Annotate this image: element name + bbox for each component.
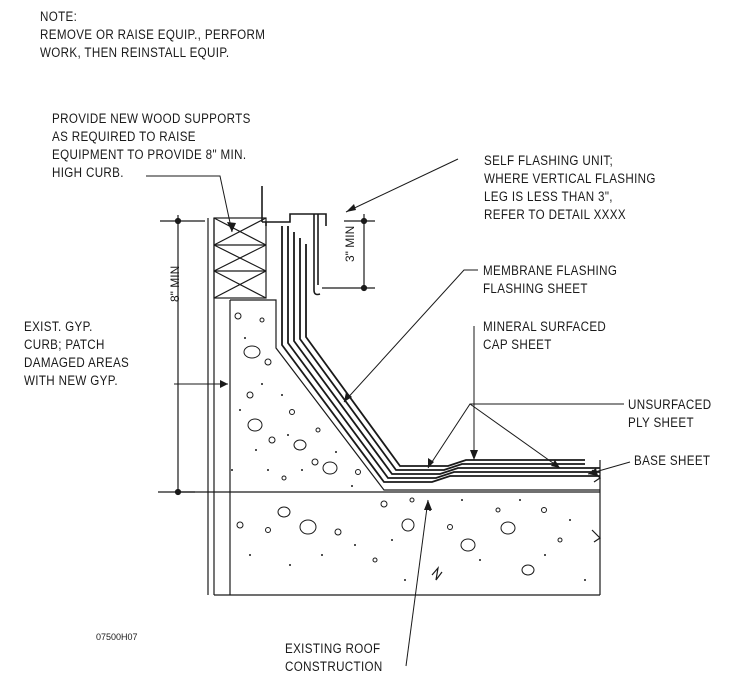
drawing-id: 07500H07 <box>96 632 138 642</box>
wood-supports-line-4: HIGH CURB. <box>52 165 124 180</box>
concrete-deck <box>180 299 601 596</box>
wood-supports <box>213 217 267 299</box>
self-flashing-line-1: SELF FLASHING UNIT; <box>484 153 614 168</box>
existing-roof-line-2: CONSTRUCTION <box>285 659 383 674</box>
gypsum-curb <box>207 218 231 595</box>
dimension-3-min <box>322 214 375 292</box>
general-note: NOTE: REMOVE OR RAISE EQUIP., PERFORM WO… <box>40 8 265 62</box>
wood-supports-line-1: PROVIDE NEW WOOD SUPPORTS <box>52 111 251 126</box>
self-flashing-line-4: REFER TO DETAIL XXXX <box>484 207 626 222</box>
mineral-line-2: CAP SHEET <box>483 337 552 352</box>
wood-supports-line-3: EQUIPMENT TO PROVIDE 8" MIN. <box>52 147 247 162</box>
dimension-3-min-label: 3" MIN <box>343 225 357 262</box>
unsurfaced-line-1: UNSURFACED <box>628 397 712 412</box>
unsurfaced-line-2: PLY SHEET <box>628 415 694 430</box>
dimension-8-min <box>158 215 205 496</box>
concrete-aggregate <box>234 312 563 576</box>
unsurfaced-ply-label: UNSURFACED PLY SHEET <box>628 396 711 432</box>
existing-roof-label: EXISTING ROOF CONSTRUCTION <box>285 640 383 676</box>
membrane-flashing-label: MEMBRANE FLASHING FLASHING SHEET <box>483 262 617 298</box>
base-sheet-label: BASE SHEET <box>634 453 711 468</box>
dimension-8-min-label: 8" MIN <box>168 265 182 302</box>
self-flashing-line-3: LEG IS LESS THAN 3", <box>484 189 613 204</box>
gyp-curb-line-1: EXIST. GYP. <box>24 319 93 334</box>
existing-roof-line-1: EXISTING ROOF <box>285 641 381 656</box>
self-flashing-label: SELF FLASHING UNIT; WHERE VERTICAL FLASH… <box>484 152 656 224</box>
membrane-line-1: MEMBRANE FLASHING <box>483 263 618 278</box>
leader-arrowheads <box>220 204 598 510</box>
self-flashing-unit <box>261 186 327 296</box>
leader-lines <box>146 158 631 667</box>
self-flashing-line-2: WHERE VERTICAL FLASHING <box>484 171 656 186</box>
gyp-curb-line-4: WITH NEW GYP. <box>24 373 118 388</box>
note-heading: NOTE: <box>40 9 78 24</box>
mineral-line-1: MINERAL SURFACED <box>483 319 607 334</box>
wood-supports-label: PROVIDE NEW WOOD SUPPORTS AS REQUIRED TO… <box>52 110 251 182</box>
note-line-2: WORK, THEN REINSTALL EQUIP. <box>40 45 230 60</box>
gyp-curb-line-2: CURB; PATCH <box>24 337 105 352</box>
membrane-line-2: FLASHING SHEET <box>483 281 588 296</box>
concrete-stipple <box>231 337 586 581</box>
gyp-curb-label: EXIST. GYP. CURB; PATCH DAMAGED AREAS WI… <box>24 318 129 390</box>
note-line-1: REMOVE OR RAISE EQUIP., PERFORM <box>40 27 266 42</box>
gyp-curb-line-3: DAMAGED AREAS <box>24 355 130 370</box>
mineral-cap-sheet-label: MINERAL SURFACED CAP SHEET <box>483 318 606 354</box>
membrane-layers <box>281 226 600 483</box>
wood-supports-line-2: AS REQUIRED TO RAISE <box>52 129 196 144</box>
